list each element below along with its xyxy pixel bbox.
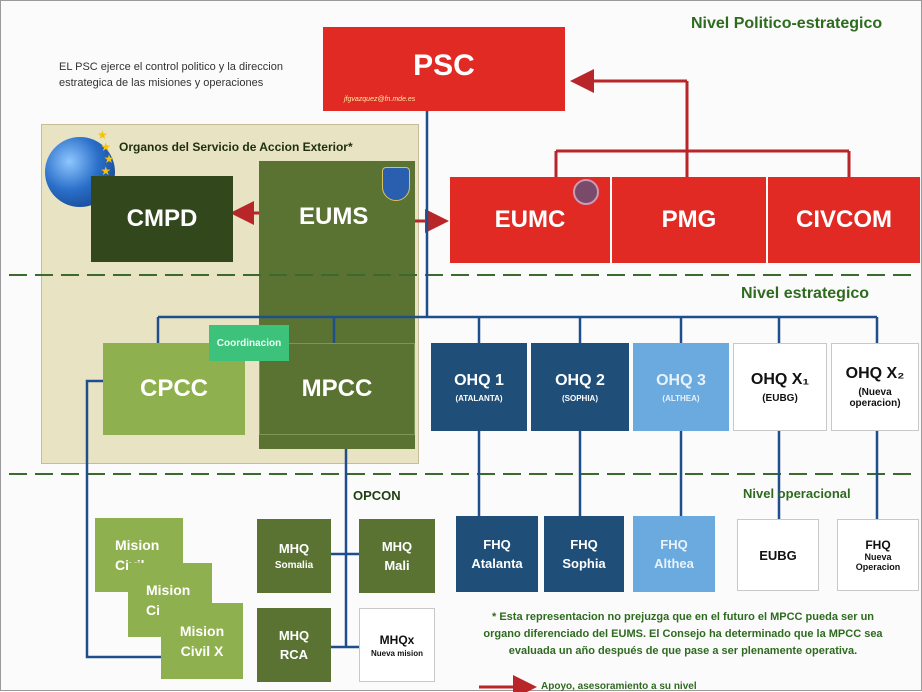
mision-civil-x-box: Mision Civil X	[161, 603, 243, 679]
civcom-label: CIVCOM	[796, 206, 892, 233]
fhq-nueva-box: FHQ Nueva Operacion	[837, 519, 919, 591]
mision-x-l1: Mision	[179, 623, 225, 639]
fhq-sophia-box: FHQ Sophia	[544, 516, 624, 592]
fhq-althea-box: FHQ Althea	[633, 516, 715, 592]
pmg-box: PMG	[612, 177, 766, 263]
mpcc-label: MPCC	[301, 375, 373, 402]
ohq-3-sub: (ALTHEA)	[662, 393, 700, 403]
psc-description-line1: EL PSC ejerce el control politico y la d…	[59, 61, 283, 73]
mhq-mali-l1: MHQ	[381, 539, 413, 554]
ohq-x2-label: OHQ X₂	[845, 365, 905, 382]
mision-1-l1: Mision	[115, 537, 160, 553]
eubg-label: EUBG	[759, 547, 797, 563]
mhq-somalia-l2: Somalia	[274, 560, 314, 571]
ohq-3-box: OHQ 3 (ALTHEA)	[633, 343, 729, 431]
ohq-x2-box: OHQ X₂ (Nueva operacion)	[831, 343, 919, 431]
footnote-line2: organo diferenciado del EUMS. El Consejo…	[483, 628, 883, 640]
ohq-x2-sub1: (Nueva	[858, 387, 892, 398]
mision-x-l2: Civil X	[180, 643, 224, 659]
coordination-badge: Coordinacion	[209, 325, 289, 361]
psc-label: PSC	[413, 49, 475, 82]
psc-box: PSC	[323, 27, 565, 111]
legend-text: Apoyo, asesoramiento a su nivel	[541, 681, 697, 692]
mision-2-l1: Mision	[146, 582, 191, 598]
fhq-sophia-l2: Sophia	[562, 556, 606, 571]
mhq-nueva-box: MHQx Nueva mision	[359, 608, 435, 682]
eumc-emblem-icon	[573, 179, 599, 205]
ohq-3-label: OHQ 3	[656, 371, 706, 389]
fhq-sophia-l1: FHQ	[570, 537, 598, 552]
mhq-somalia-l1: MHQ	[278, 541, 310, 556]
mision-2-l2: Ci	[146, 602, 160, 618]
fhq-nueva-l1: FHQ	[865, 538, 891, 552]
footnote: * Esta representacion no prejuzga que en…	[447, 609, 919, 660]
eumc-label: EUMC	[494, 206, 566, 233]
cpcc-label: CPCC	[139, 375, 208, 402]
eums-column	[259, 161, 415, 449]
ohq-x1-box: OHQ X₁ (EUBG)	[733, 343, 827, 431]
psc-email: jfgvazquez@fn.mde.es	[344, 96, 416, 103]
footnote-line1: * Esta representacion no prejuzga que en…	[491, 611, 875, 623]
eubg-box: EUBG	[737, 519, 819, 591]
cmpd-label: CMPD	[126, 205, 198, 232]
mhq-mali-box: MHQ Mali	[359, 519, 435, 593]
seae-title: Organos del Servicio de Accion Exterior*	[119, 140, 353, 154]
mhq-nueva-l2: Nueva mision	[370, 648, 423, 658]
coordination-label: Coordinacion	[216, 337, 282, 349]
footnote-line3: evaluada un año después de que pase a se…	[508, 645, 858, 657]
mhq-mali-l2: Mali	[384, 558, 410, 573]
psc-description: EL PSC ejerce el control politico y la d…	[59, 59, 349, 91]
mhq-somalia-box: MHQ Somalia	[257, 519, 331, 593]
ohq-2-box: OHQ 2 (SOPHIA)	[531, 343, 629, 431]
fhq-atalanta-l2: Atalanta	[471, 556, 523, 571]
ohq-1-label: OHQ 1	[454, 371, 504, 389]
fhq-nueva-l3: Operacion	[855, 562, 901, 572]
council-connectors	[554, 69, 851, 177]
support-arrows	[230, 201, 537, 692]
mhq-rca-l1: MHQ	[278, 628, 310, 643]
ohq-x1-label: OHQ X₁	[750, 370, 810, 388]
ohq-1-box: OHQ 1 (ATALANTA)	[431, 343, 527, 431]
mhq-rca-box: MHQ RCA	[257, 608, 331, 682]
eums-emblem-icon	[382, 167, 410, 201]
mhq-nueva-l1: MHQx	[379, 632, 415, 647]
fhq-atalanta-box: FHQ Atalanta	[456, 516, 538, 592]
eums-label: EUMS	[299, 203, 369, 230]
mhq-rca-l2: RCA	[279, 647, 309, 662]
fhq-althea-l1: FHQ	[660, 537, 688, 552]
fhq-althea-l2: Althea	[654, 556, 694, 571]
opcon-label: OPCON	[353, 488, 401, 503]
fhq-atalanta-l1: FHQ	[483, 537, 511, 552]
mpcc-box: MPCC	[259, 343, 415, 435]
fhq-nueva-l2: Nueva	[864, 552, 892, 562]
ohq-x1-sub: (EUBG)	[762, 392, 798, 404]
ohq-2-sub: (SOPHIA)	[562, 393, 598, 403]
level-operacional-label: Nivel operacional	[743, 486, 851, 501]
ohq-1-sub: (ATALANTA)	[455, 393, 503, 403]
hierarchy-connectors	[85, 111, 879, 659]
civcom-box: CIVCOM	[768, 177, 920, 263]
level-politico-label: Nivel Politico-estrategico	[691, 15, 883, 32]
cmpd-box: CMPD	[91, 176, 233, 262]
ohq-2-label: OHQ 2	[555, 371, 605, 389]
psc-description-line2: estrategica de las misiones y operacione…	[59, 77, 264, 89]
pmg-label: PMG	[661, 206, 717, 233]
ohq-x2-sub2: operacion)	[849, 398, 901, 409]
level-estrategico-label: Nivel estrategico	[741, 285, 870, 302]
